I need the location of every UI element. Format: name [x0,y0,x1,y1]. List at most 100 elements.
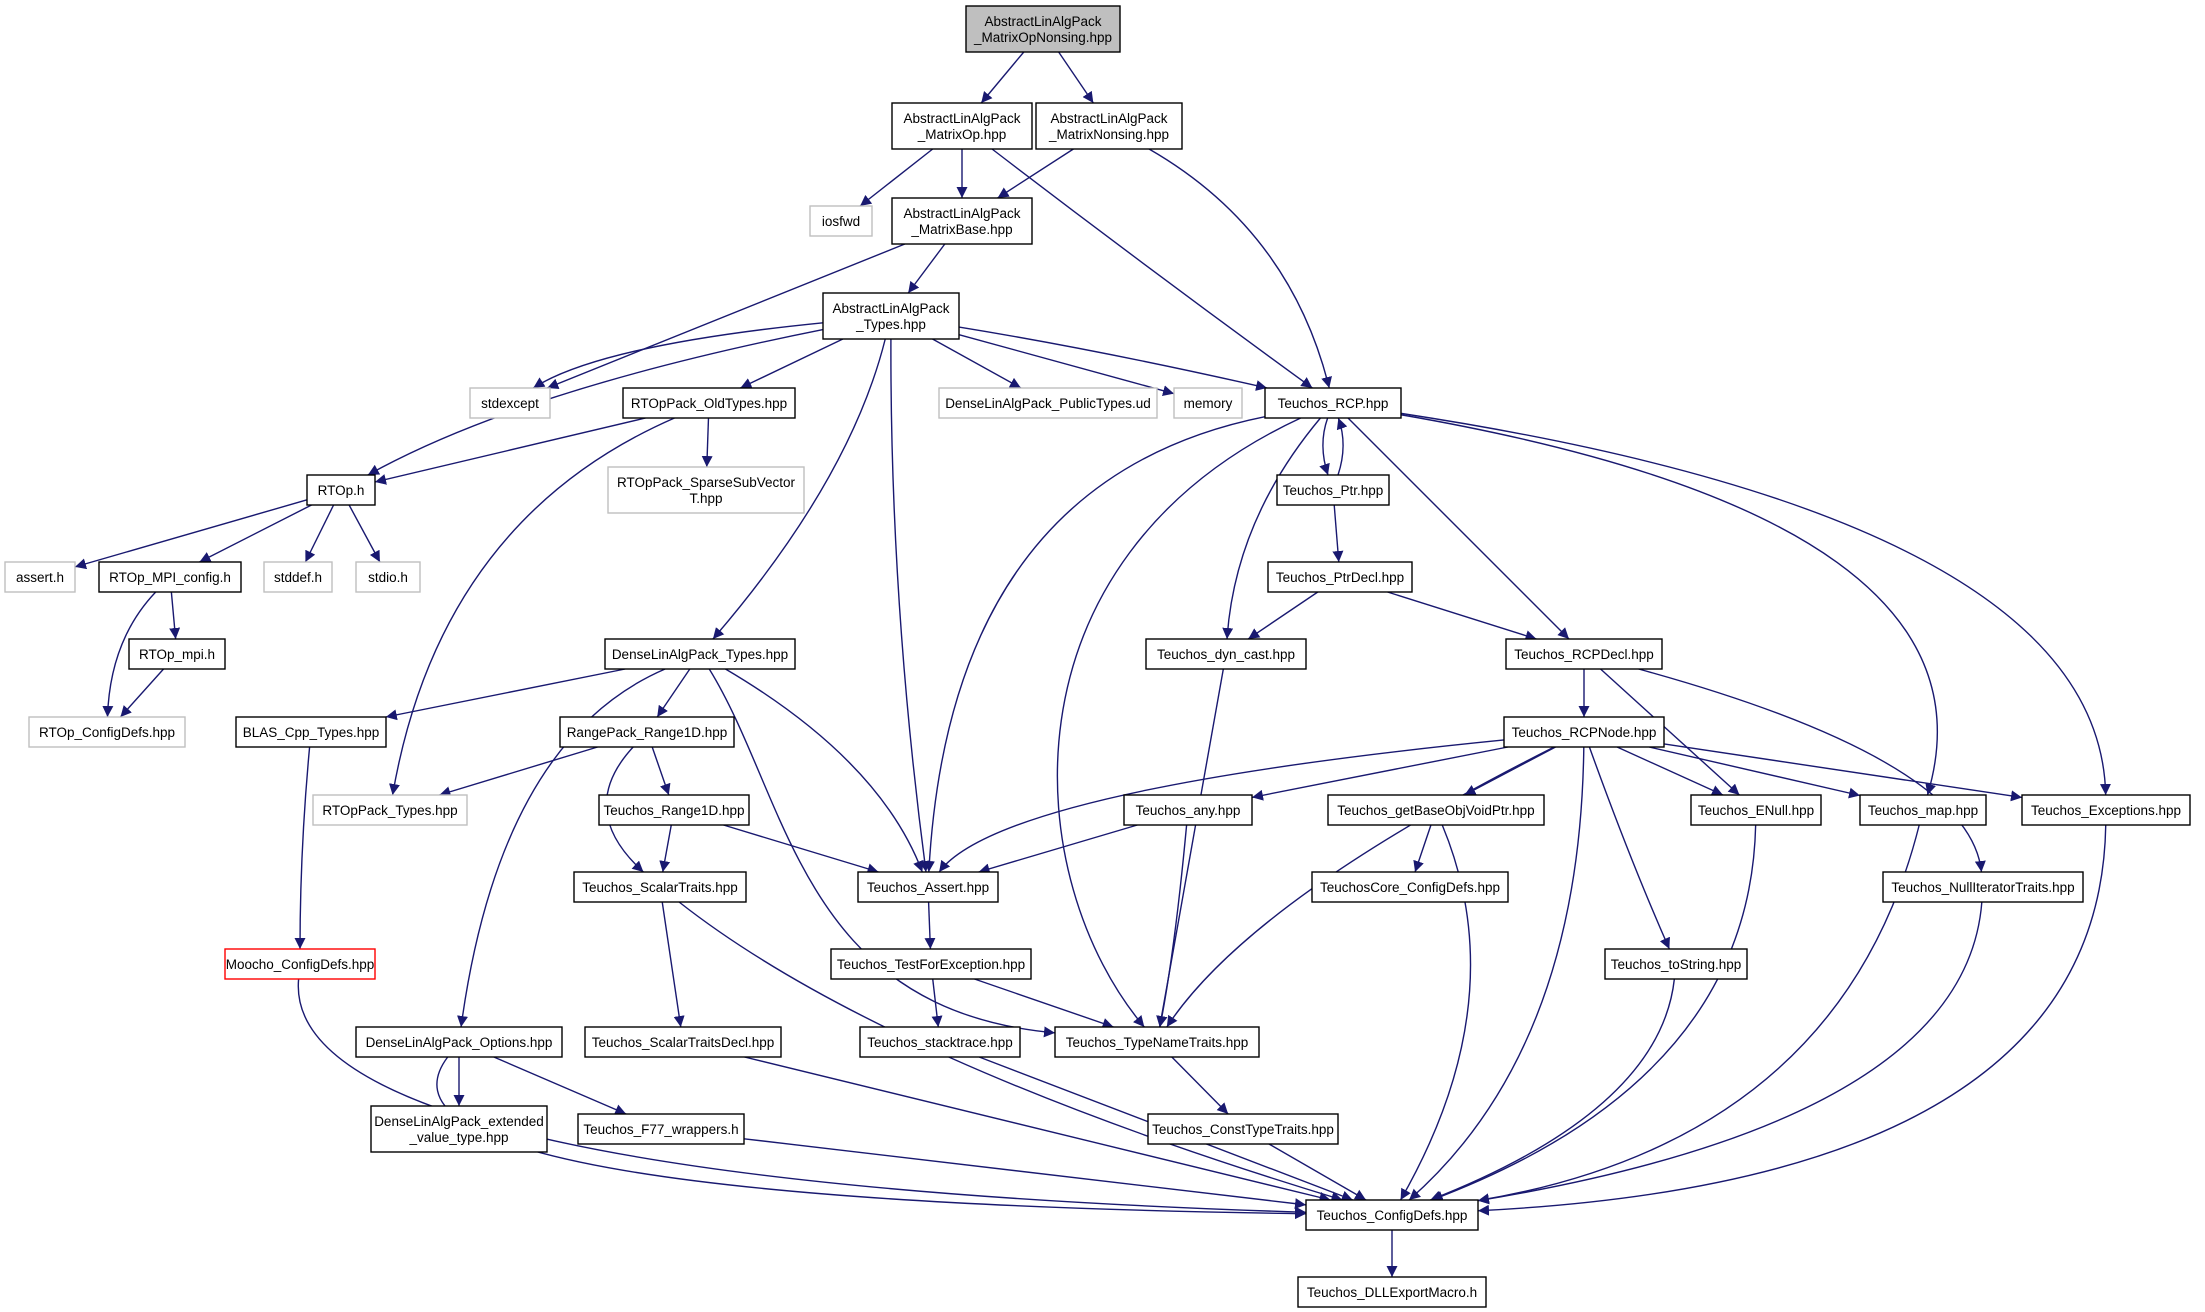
node-label: AbstractLinAlgPack [984,14,1101,29]
edge-rcp-to-exceptions [1400,412,2111,796]
edge-scalartraitsdecl-to-configdefs [744,1056,1331,1203]
node-iosfwd[interactable]: iosfwd [809,205,873,237]
node-memory[interactable]: memory [1173,387,1243,419]
edge-rcp-to-ptr [1319,417,1330,476]
edge-any-to-assert [978,824,1138,875]
edge-root-to-matrixop [980,51,1025,104]
node-rtoppacktypes[interactable]: RTOpPack_Types.hpp [312,794,468,826]
edge-rcp-to-dyncast [1222,417,1321,640]
edge-rcpnode-to-enull [1616,746,1724,796]
node-box [809,205,873,237]
node-matrixnonsing[interactable]: AbstractLinAlgPack_MatrixNonsing.hpp [1035,102,1183,150]
node-mpiconfig[interactable]: RTOp_MPI_config.h [98,561,242,593]
node-dllexport[interactable]: Teuchos_DLLExportMacro.h [1297,1276,1487,1308]
node-asserth[interactable]: assert.h [4,561,76,593]
edge-densetypes-to-blas [385,668,626,721]
node-box [355,1026,563,1058]
edge-densetypes-to-range1dpack [656,668,691,718]
node-stddef[interactable]: stddef.h [263,561,333,593]
node-options[interactable]: DenseLinAlgPack_Options.hpp [355,1026,563,1058]
edge-rcpnode-to-configdefs [1408,746,1585,1201]
node-scalartraits[interactable]: Teuchos_ScalarTraits.hpp [573,871,747,903]
node-label: Teuchos_Assert.hpp [867,880,989,895]
edge-range1d-to-assert [723,824,879,875]
edge-types-to-rcp [958,326,1268,391]
node-consttype[interactable]: Teuchos_ConstTypeTraits.hpp [1147,1113,1339,1145]
node-densetypes[interactable]: DenseLinAlgPack_Types.hpp [604,638,796,670]
node-label: Teuchos_NullIteratorTraits.hpp [1891,880,2074,895]
node-box [1690,794,1822,826]
node-label: Teuchos_any.hpp [1136,803,1241,818]
edge-rtoph-to-asserth [74,499,308,570]
node-tostring[interactable]: Teuchos_toString.hpp [1604,948,1748,980]
node-label: Teuchos_ScalarTraits.hpp [582,880,738,895]
node-extended[interactable]: DenseLinAlgPack_extended_value_type.hpp [370,1105,548,1153]
node-assert[interactable]: Teuchos_Assert.hpp [857,871,999,903]
edge-matrixnonsing-to-matrixbase [997,148,1074,199]
node-map[interactable]: Teuchos_map.hpp [1859,794,1987,826]
node-range1dpack[interactable]: RangePack_Range1D.hpp [559,716,735,748]
node-blas[interactable]: BLAS_Cpp_Types.hpp [235,716,387,748]
node-ptr[interactable]: Teuchos_Ptr.hpp [1276,474,1390,506]
node-rtoph[interactable]: RTOp.h [306,474,376,506]
node-box [1882,871,2084,903]
node-stdio[interactable]: stdio.h [355,561,421,593]
node-rcpnode[interactable]: Teuchos_RCPNode.hpp [1503,716,1665,748]
node-label: stdio.h [368,570,408,585]
node-moocho[interactable]: Moocho_ConfigDefs.hpp [224,948,376,980]
node-box [235,716,387,748]
edge-types-to-densetypes [712,338,886,640]
node-dyncast[interactable]: Teuchos_dyn_cast.hpp [1145,638,1307,670]
node-exceptions[interactable]: Teuchos_Exceptions.hpp [2021,794,2191,826]
node-f77[interactable]: Teuchos_F77_wrappers.h [577,1113,745,1145]
node-box [938,387,1158,419]
node-coreconfig[interactable]: TeuchosCore_ConfigDefs.hpp [1311,871,1509,903]
node-label: Teuchos_toString.hpp [1611,957,1742,972]
edges-layer [74,51,2111,1277]
node-label: memory [1184,396,1233,411]
node-matrixop[interactable]: AbstractLinAlgPack_MatrixOp.hpp [891,102,1033,150]
node-label: RTOp_ConfigDefs.hpp [39,725,175,740]
node-matrixbase[interactable]: AbstractLinAlgPack_MatrixBase.hpp [891,197,1033,245]
node-stdexcept[interactable]: stdexcept [469,387,551,419]
node-rtoptypesold[interactable]: RTOpPack_OldTypes.hpp [622,387,796,419]
node-ptrdecl[interactable]: Teuchos_PtrDecl.hpp [1267,561,1413,593]
node-box [28,716,186,748]
node-label: Teuchos_ConstTypeTraits.hpp [1152,1122,1334,1137]
node-enull[interactable]: Teuchos_ENull.hpp [1690,794,1822,826]
node-box [1305,1199,1479,1231]
edge-map-to-configdefs [1477,824,1920,1205]
edge-rcp-to-rcpdecl [1347,417,1570,640]
node-root[interactable]: AbstractLinAlgPack_MatrixOpNonsing.hpp [965,5,1121,53]
edge-types-to-rtoptypesold [740,338,844,389]
edge-rcpnode-to-typename [1166,746,1555,1028]
edge-densetypes-to-typename [708,668,1056,1038]
node-testforexc[interactable]: Teuchos_TestForException.hpp [830,948,1032,980]
edge-types-to-assert [890,338,931,873]
node-rtopmpi[interactable]: RTOp_mpi.h [128,638,226,670]
node-stacktrace[interactable]: Teuchos_stacktrace.hpp [859,1026,1021,1058]
node-scalartraitsdecl[interactable]: Teuchos_ScalarTraitsDecl.hpp [584,1026,782,1058]
node-label: Moocho_ConfigDefs.hpp [226,957,375,972]
node-box [312,794,468,826]
edge-range1d-to-scalartraits [659,824,672,873]
node-label: _MatrixBase.hpp [910,222,1012,237]
node-any[interactable]: Teuchos_any.hpp [1123,794,1253,826]
edge-rtoptypesold-to-sparsesub [701,417,713,468]
node-configdefs[interactable]: Teuchos_ConfigDefs.hpp [1305,1199,1479,1231]
node-box [1264,387,1402,419]
node-getbase[interactable]: Teuchos_getBaseObjVoidPtr.hpp [1327,794,1545,826]
node-typename[interactable]: Teuchos_TypeNameTraits.hpp [1054,1026,1260,1058]
node-rcpdecl[interactable]: Teuchos_RCPDecl.hpp [1505,638,1663,670]
node-rtopconfig[interactable]: RTOp_ConfigDefs.hpp [28,716,186,748]
node-denseud[interactable]: DenseLinAlgPack_PublicTypes.ud [938,387,1158,419]
node-types[interactable]: AbstractLinAlgPack_Types.hpp [822,292,960,340]
node-label: Teuchos_RCP.hpp [1278,396,1389,411]
edge-f77-to-configdefs [743,1138,1307,1210]
edge-matrixbase-to-types [907,243,946,294]
node-nulliter[interactable]: Teuchos_NullIteratorTraits.hpp [1882,871,2084,903]
node-rcp[interactable]: Teuchos_RCP.hpp [1264,387,1402,419]
node-range1d[interactable]: Teuchos_Range1D.hpp [598,794,750,826]
